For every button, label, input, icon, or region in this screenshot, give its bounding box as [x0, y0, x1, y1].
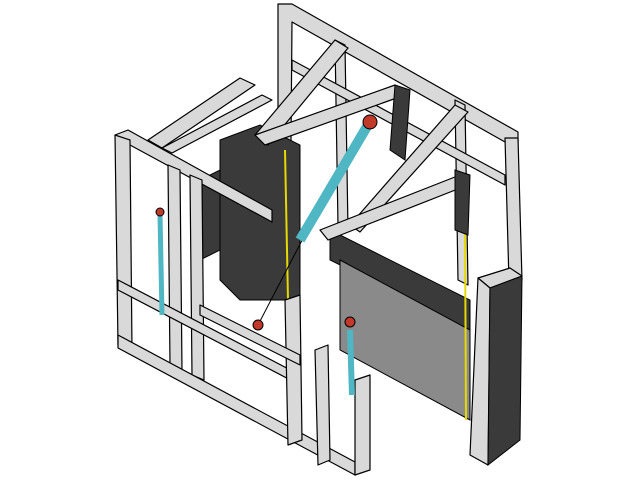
- trusses: [254, 39, 471, 241]
- hydraulic-cylinders: [155, 114, 378, 396]
- main-cylinder-barrel: [295, 115, 377, 243]
- main-cylinder-rod: [257, 224, 311, 326]
- right-column: [469, 267, 523, 467]
- clevis-right: [344, 316, 356, 328]
- clevis-top: [362, 114, 378, 130]
- clevis-bottom: [252, 319, 264, 331]
- small-cylinder-left: [157, 214, 165, 316]
- small-cylinder-right: [347, 329, 355, 396]
- clevis-left: [155, 207, 165, 217]
- guide-rails: [284, 149, 467, 421]
- side-upper-frame: [147, 77, 273, 261]
